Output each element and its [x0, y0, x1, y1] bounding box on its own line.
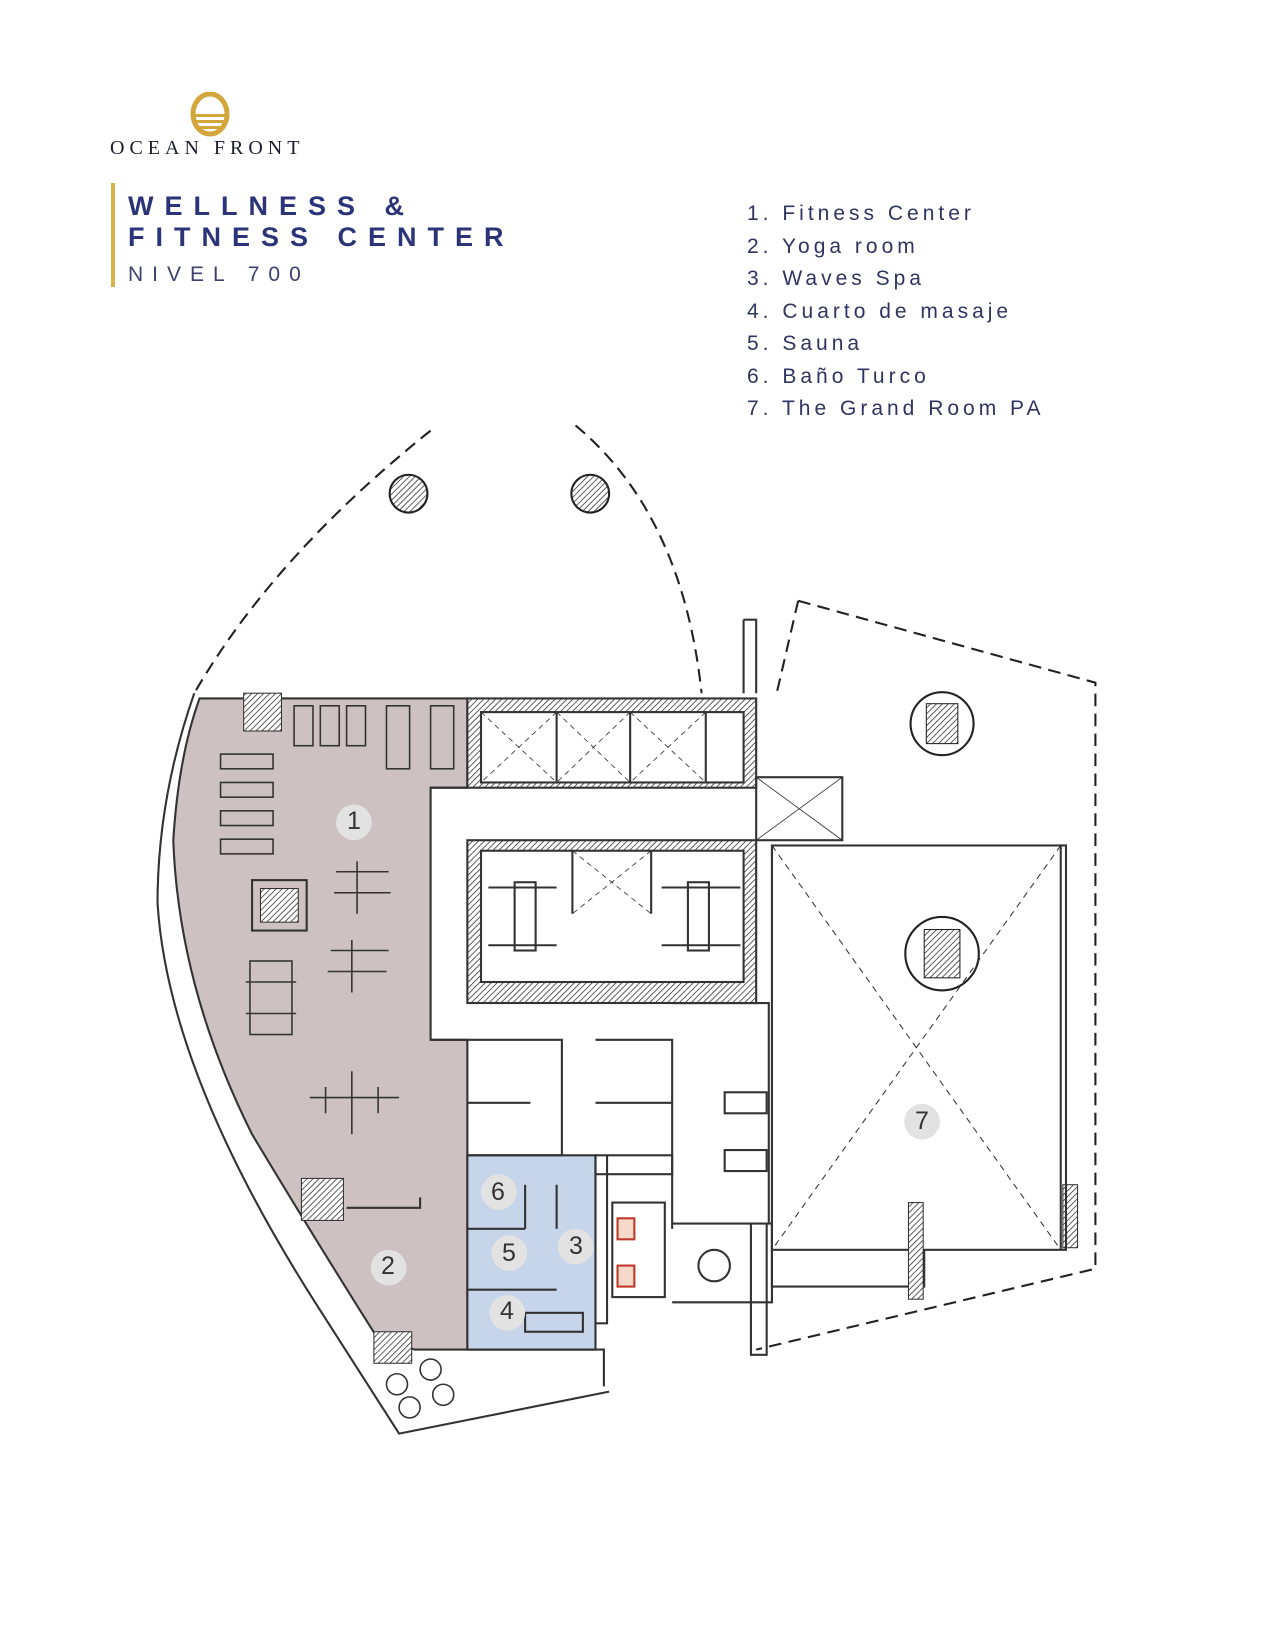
room-marker-5: 5 [502, 1239, 516, 1267]
room-marker-4: 4 [500, 1297, 514, 1325]
terrace-outline [193, 424, 1097, 1351]
column [388, 473, 429, 514]
title-accent-bar [111, 183, 115, 287]
fitness-area [172, 697, 469, 1351]
legend-item: 3. Waves Spa [747, 267, 925, 290]
column [570, 473, 611, 514]
legend-item: 4. Cuarto de masaje [747, 299, 1013, 323]
column [904, 915, 980, 992]
room-marker-7: 7 [915, 1107, 929, 1135]
room-marker-3: 3 [569, 1232, 583, 1260]
ac-units [385, 1358, 455, 1419]
legend-item: 2. Yoga room [747, 234, 919, 258]
page-title-line2: FITNESS CENTER [128, 222, 515, 252]
column [909, 691, 975, 757]
legend-item: 5. Sauna [747, 332, 864, 355]
room-marker-2: 2 [381, 1252, 395, 1280]
brand-name: OCEAN FRONT [110, 137, 305, 159]
page-title-line1: WELLNESS & [128, 191, 416, 221]
logo-mark [186, 91, 234, 143]
room-legend: 1. Fitness Center 2. Yoga room 3. Waves … [747, 198, 1045, 426]
room-markers [336, 804, 940, 1331]
level-subtitle: NIVEL 700 [128, 263, 310, 286]
legend-item: 1. Fitness Center [747, 202, 975, 225]
room-marker-6: 6 [491, 1178, 505, 1206]
legend-item: 6. Baño Turco [747, 364, 930, 388]
grand-room [770, 844, 1062, 1251]
room-marker-1: 1 [347, 807, 361, 835]
gym-equipment [219, 705, 455, 1135]
legend-item: 7. The Grand Room PA [747, 397, 1045, 420]
